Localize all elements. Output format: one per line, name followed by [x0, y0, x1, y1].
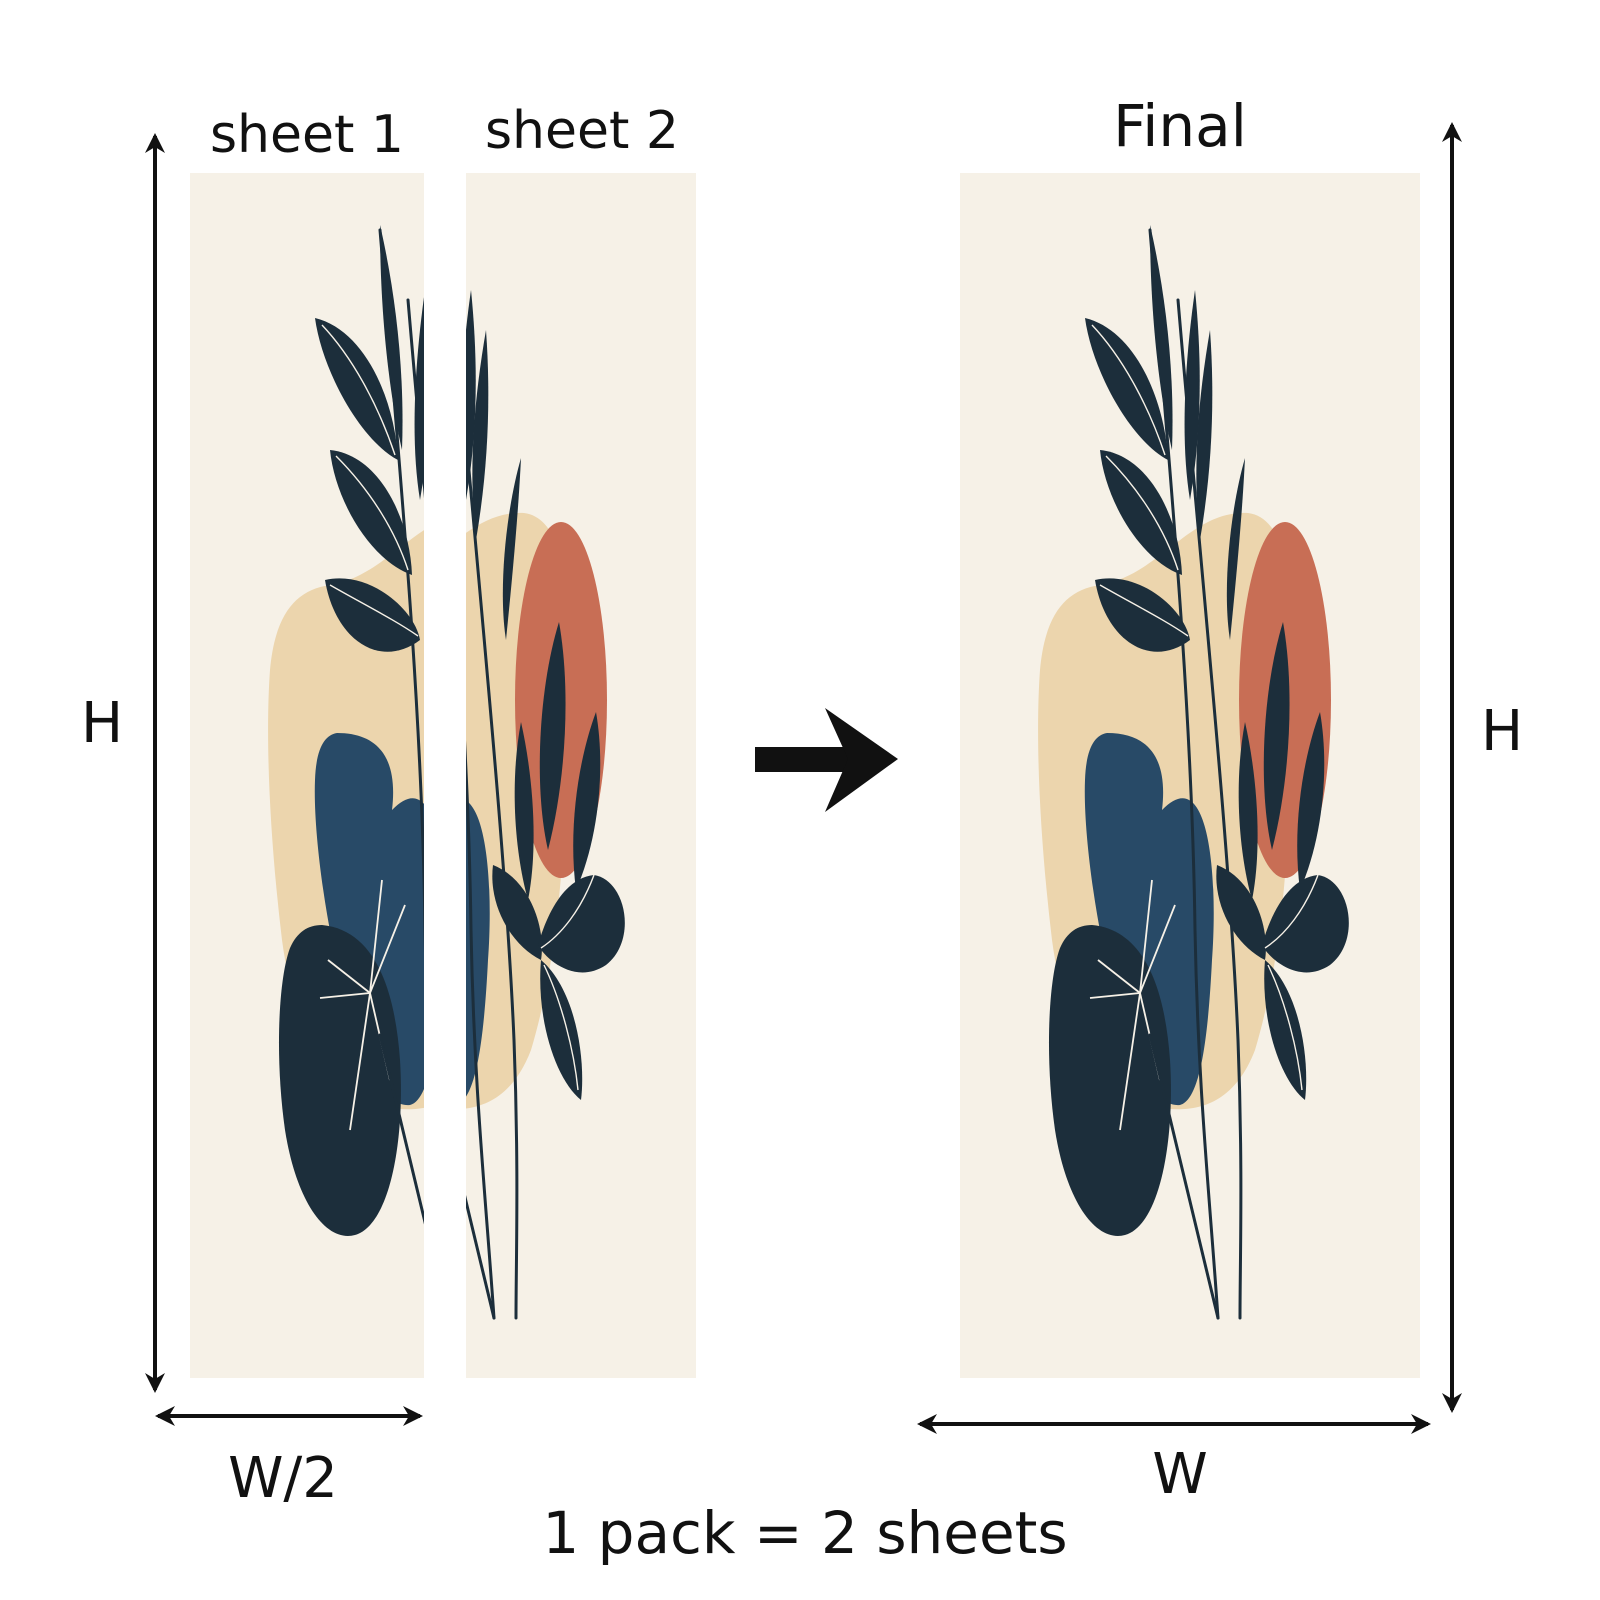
height-label-left: H: [81, 691, 123, 756]
final-panel: [958, 171, 1422, 1380]
height-label-right: H: [1481, 699, 1523, 764]
width-half-label: W/2: [228, 1446, 338, 1511]
sheet-2-label: sheet 2: [485, 101, 679, 161]
sheet-1-label: sheet 1: [210, 105, 404, 165]
pack-note: 1 pack = 2 sheets: [542, 1499, 1067, 1567]
width-full-label: W: [1152, 1442, 1207, 1507]
arrow-right-icon: [755, 708, 898, 812]
final-label: Final: [1113, 92, 1247, 160]
